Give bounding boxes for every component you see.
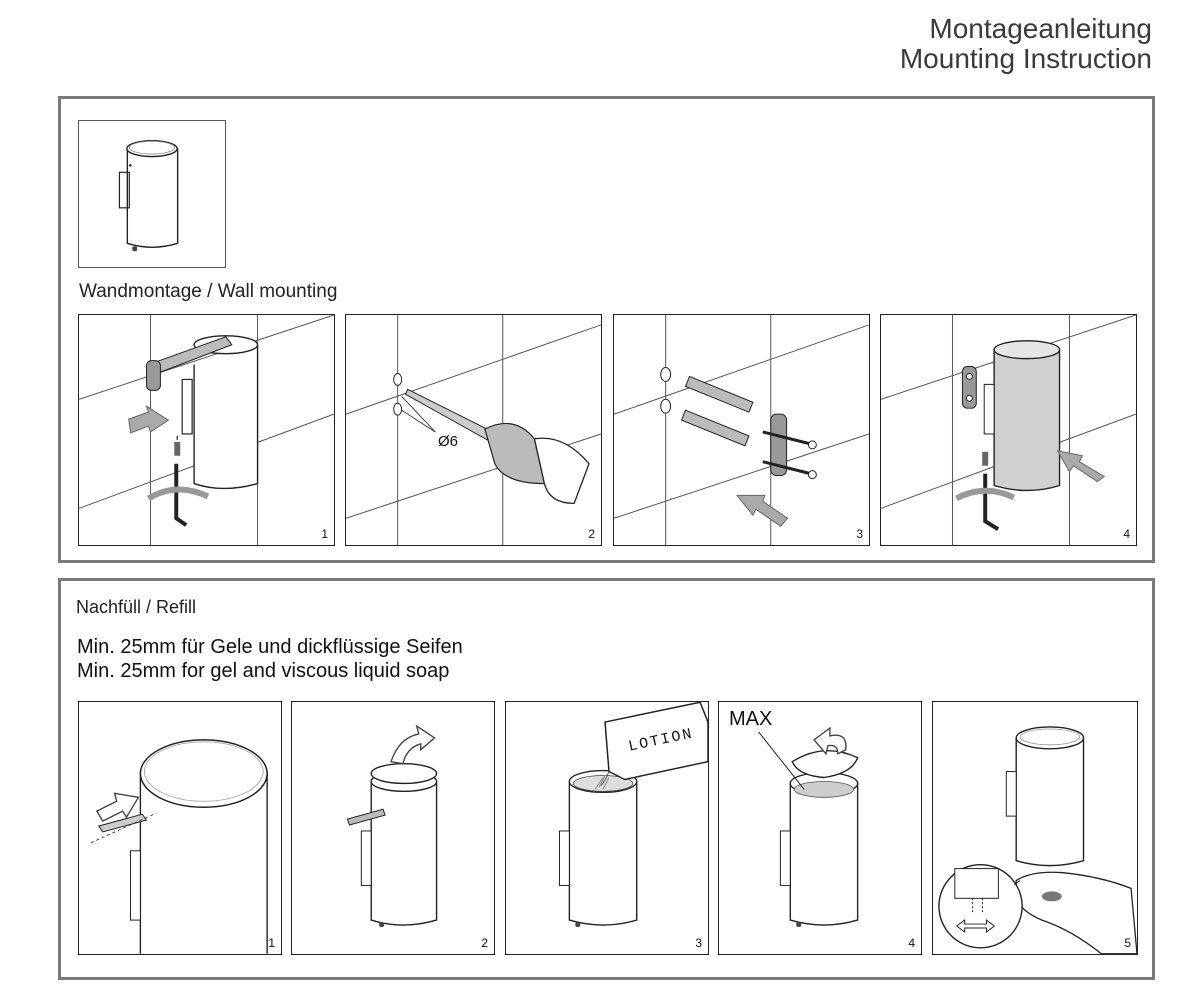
- drill-diameter-label: Ø6: [438, 433, 459, 450]
- wall-step-1-panel: 1: [78, 314, 335, 546]
- wall-step-4-panel: 4: [880, 314, 1137, 546]
- refill-step-2-panel: 2: [291, 701, 495, 955]
- wall-step-3-panel: 3: [613, 314, 870, 546]
- refill-step-1-panel: 1: [78, 701, 282, 955]
- refill-note-german: Min. 25mm für Gele und dickflüssige Seif…: [77, 636, 463, 658]
- refill-note: Min. 25mm für Gele und dickflüssige Seif…: [77, 635, 463, 683]
- refill-step-3-illustration: [558, 702, 708, 928]
- title-german: Montageanleitung: [929, 13, 1152, 44]
- wall-step-4-number: 4: [1123, 527, 1130, 541]
- refill-step-4-panel: MAX 4: [718, 701, 922, 955]
- wall-step-2-panel: Ø6 2: [345, 314, 602, 546]
- title-english: Mounting Instruction: [899, 43, 1152, 74]
- refill-step-1-number: 1: [268, 936, 275, 950]
- refill-step-3-number: 3: [695, 936, 702, 950]
- product-preview-image: [78, 120, 226, 268]
- dispenser-illustration: [118, 140, 179, 252]
- wall-mounting-section: Wandmontage / Wall mounting 1: [58, 96, 1155, 563]
- wall-step-1-illustration: [79, 315, 334, 545]
- refill-step-4-illustration: [758, 726, 859, 928]
- refill-step-3-panel: LOTION 3: [505, 701, 709, 955]
- refill-step-1-illustration: [90, 739, 268, 954]
- wall-step-3-number: 3: [856, 527, 863, 541]
- wall-mounting-heading: Wandmontage / Wall mounting: [79, 281, 338, 302]
- refill-step-5-illustration: [938, 726, 1137, 954]
- refill-step-2-illustration: [346, 724, 438, 928]
- max-fill-label: MAX: [729, 708, 773, 730]
- refill-section: Nachfüll / Refill Min. 25mm für Gele und…: [58, 578, 1155, 980]
- document-title: Montageanleitung Mounting Instruction: [900, 14, 1152, 74]
- refill-step-2-number: 2: [481, 936, 488, 950]
- refill-step-4-number: 4: [908, 936, 915, 950]
- refill-heading: Nachfüll / Refill: [76, 597, 197, 617]
- wall-step-3-illustration: [614, 315, 869, 545]
- refill-step-5-panel: 5: [932, 701, 1138, 955]
- wall-step-4-illustration: [881, 315, 1136, 545]
- refill-step-5-number: 5: [1124, 936, 1131, 950]
- wall-step-1-number: 1: [321, 527, 328, 541]
- wall-step-2-illustration: [346, 315, 601, 545]
- refill-note-english: Min. 25mm for gel and viscous liquid soa…: [77, 660, 450, 682]
- wall-step-2-number: 2: [588, 527, 595, 541]
